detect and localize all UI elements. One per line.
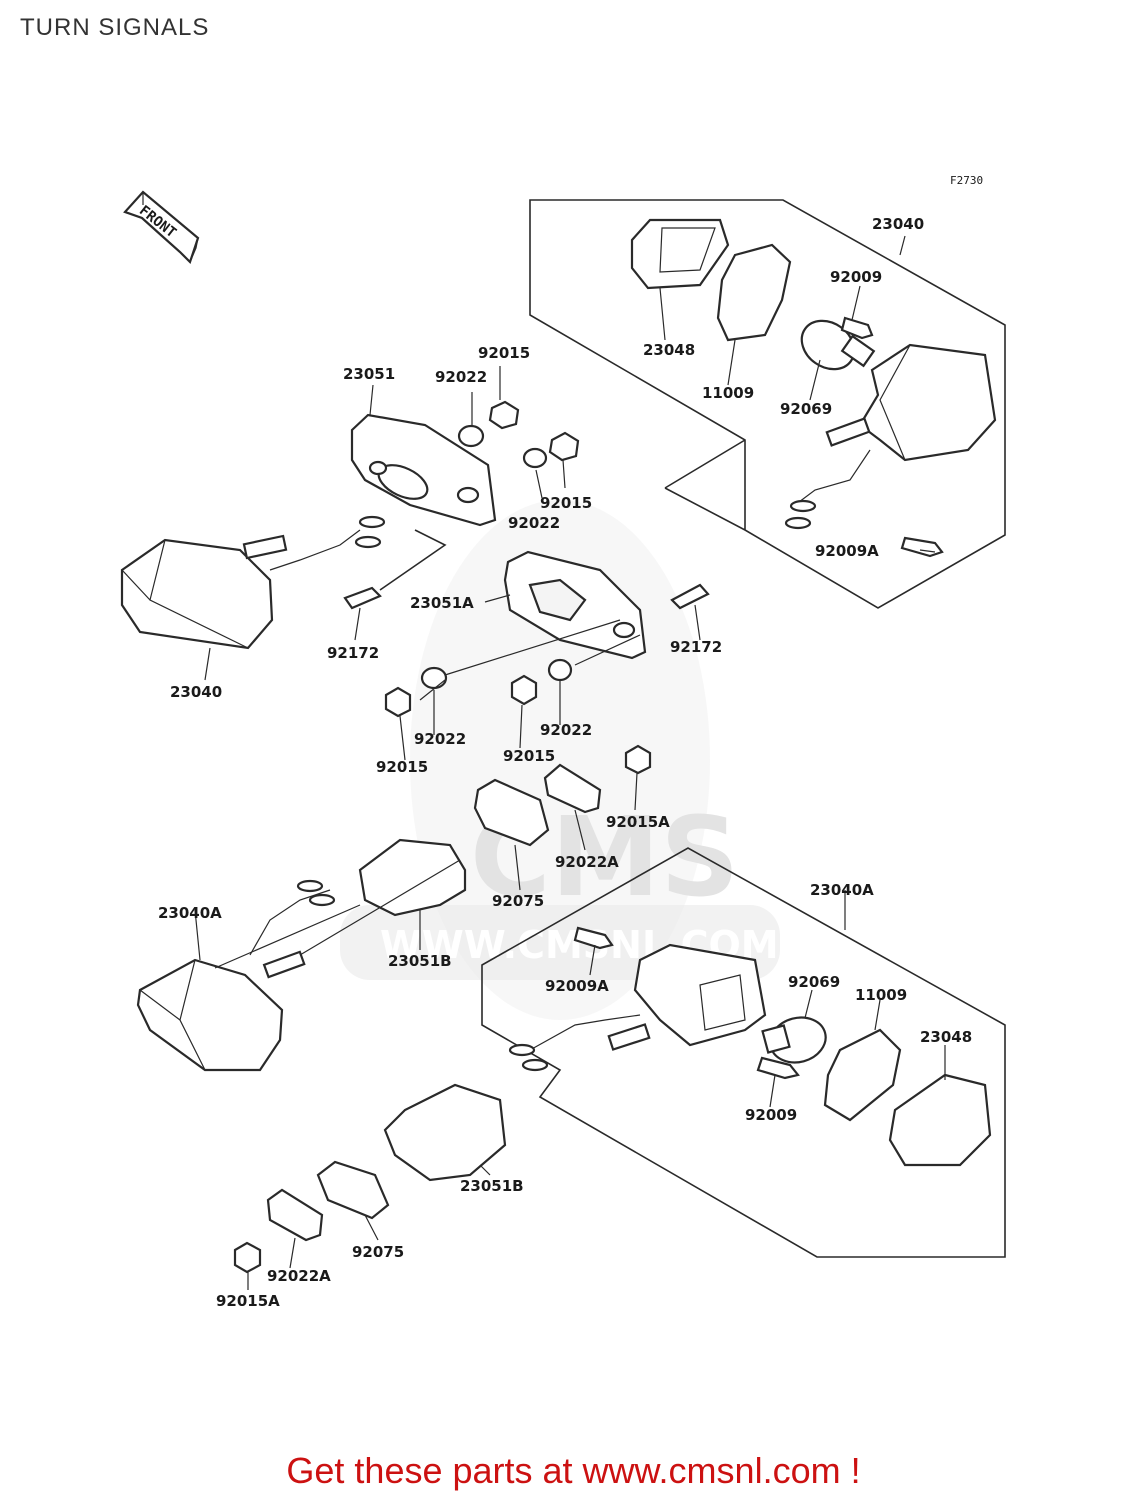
- part-label: 92015: [503, 747, 555, 765]
- bulb-upper: [800, 319, 876, 371]
- part-label: 23040: [170, 683, 222, 701]
- part-label: 92069: [788, 973, 840, 991]
- washer-92022-d: [547, 658, 573, 682]
- nut-92015-a: [488, 400, 520, 430]
- part-labels: 23040 92009 23048 11009 92069 92009A 230…: [158, 215, 972, 1310]
- leader-lines-left: [379, 529, 447, 591]
- nut-92015-c: [384, 686, 412, 718]
- part-label: 23040A: [158, 904, 222, 922]
- part-label: 23040A: [810, 881, 874, 899]
- part-label: 11009: [855, 986, 907, 1004]
- part-label: 92015A: [606, 813, 670, 831]
- footer-link[interactable]: Get these parts at www.cmsnl.com !: [286, 1450, 861, 1491]
- part-label: 11009: [702, 384, 754, 402]
- screw-lower-92009A: [573, 926, 614, 950]
- page-title: TURN SIGNALS: [20, 14, 210, 41]
- part-label: 92015: [478, 344, 530, 362]
- turn-signal-housing-left: [120, 515, 386, 650]
- bolt-92172-right: [670, 583, 710, 610]
- part-label: 92022: [435, 368, 487, 386]
- front-arrow-icon: FRONT: [123, 190, 200, 265]
- part-label: 92075: [352, 1243, 404, 1261]
- turn-signal-housing-upper-right: [784, 343, 997, 530]
- screw-lower-92009: [756, 1056, 800, 1080]
- part-label: 92009A: [815, 542, 879, 560]
- part-label: 23051B: [388, 952, 452, 970]
- plate-92022A-lower: [266, 1188, 324, 1242]
- part-label: 92022: [508, 514, 560, 532]
- bracket-23051: [350, 413, 497, 527]
- part-label: 23048: [643, 341, 695, 359]
- part-label: 92022A: [555, 853, 619, 871]
- nut-92015-d: [510, 674, 538, 706]
- part-label: 92172: [670, 638, 722, 656]
- nut-92015-b: [548, 431, 580, 462]
- assembly-box-upper-right: [529, 199, 1006, 609]
- part-label: 92015: [376, 758, 428, 776]
- part-label: 23051A: [410, 594, 474, 612]
- nut-92015A-upper: [624, 744, 652, 775]
- part-label: 92009: [745, 1106, 797, 1124]
- part-label: 23048: [920, 1028, 972, 1046]
- lens-cover-lower: [888, 1073, 992, 1167]
- bracket-23051B-upper: [358, 838, 467, 917]
- grommet-92075-lower: [316, 1160, 390, 1220]
- gasket-lower: [823, 1028, 902, 1122]
- washer-92022-c: [420, 666, 448, 690]
- leader-lines: [194, 235, 946, 1290]
- grommet-92075-upper: [473, 778, 550, 847]
- bracket-23051B-lower: [383, 1083, 507, 1182]
- screw-upper-92009: [840, 316, 874, 340]
- part-label: 92009: [830, 268, 882, 286]
- part-label: 92015: [540, 494, 592, 512]
- bolt-92172-left: [343, 586, 382, 610]
- plate-92022A-upper: [543, 763, 602, 814]
- part-label: 23051B: [460, 1177, 524, 1195]
- part-label: 23040: [872, 215, 924, 233]
- lens-cover-upper: [630, 218, 730, 290]
- turn-signal-housing-lower-left: [136, 879, 336, 1072]
- turn-signal-housing-lower-right: [508, 943, 767, 1072]
- part-label: 92022: [540, 721, 592, 739]
- bulb-lower: [761, 1016, 827, 1064]
- part-label: 92015A: [216, 1292, 280, 1310]
- gasket-upper: [716, 243, 792, 342]
- washer-92022-b: [522, 447, 548, 469]
- figure-code: F2730: [950, 174, 983, 187]
- nut-92015A-lower: [233, 1241, 262, 1274]
- part-label: 92069: [780, 400, 832, 418]
- part-label: 92022: [414, 730, 466, 748]
- screw-upper-92009A: [900, 536, 944, 558]
- part-label: 92172: [327, 644, 379, 662]
- part-label: 92009A: [545, 977, 609, 995]
- part-label: 23051: [343, 365, 395, 383]
- bracket-23051A: [503, 550, 647, 660]
- assembly-box-lower-right: [481, 847, 1006, 1258]
- washer-92022-a: [457, 424, 485, 448]
- part-label: 92022A: [267, 1267, 331, 1285]
- part-label: 92075: [492, 892, 544, 910]
